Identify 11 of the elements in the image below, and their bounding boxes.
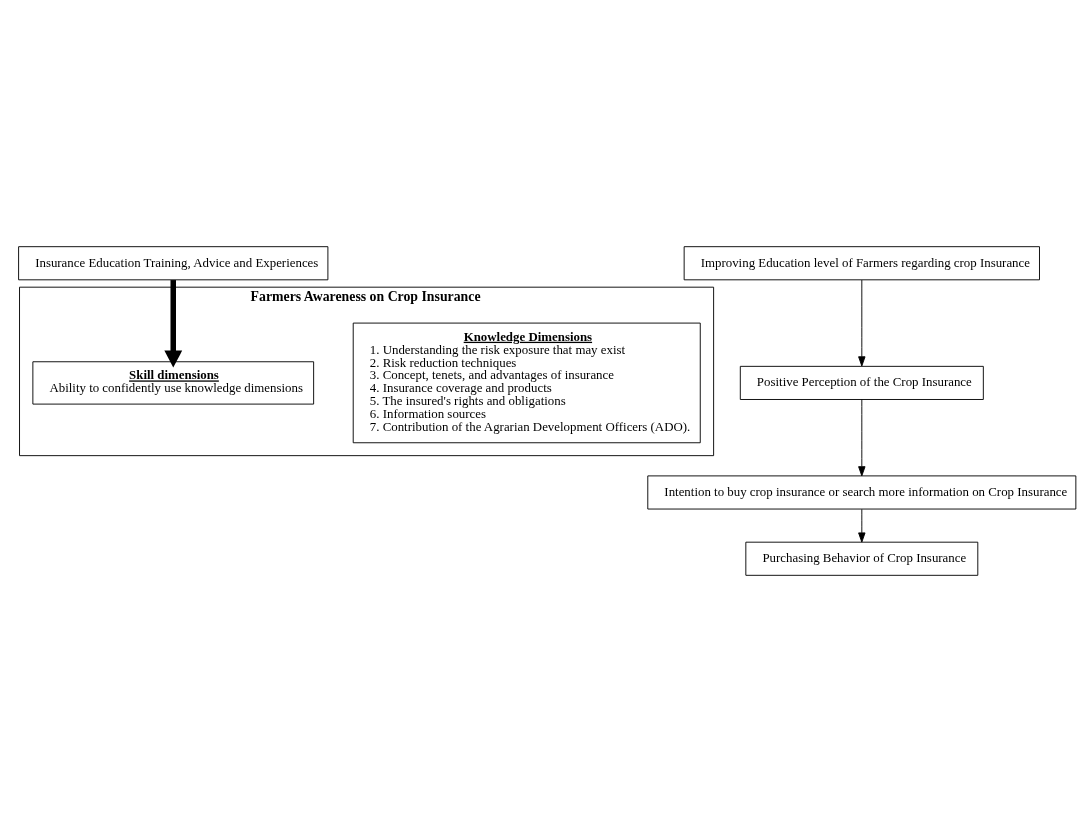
node-box: Knowledge Dimensions 1. Understanding the risk exposure that may exist 2. Risk reduction techniques 3. Concept, tenets, and advantages of insurance 4. Insurance coverage and products 5. The insured's rights and obligations 6. Information sources 7. Contribution of the Agrarian Development Officers (ADO). <box>352 322 701 443</box>
node-box: Purchasing Behavior of Crop Insurance <box>745 541 979 576</box>
node-box: Insurance Education Training, Advice and Experiences <box>18 245 329 280</box>
node-box: Positive Perception of the Crop Insurance <box>739 365 984 400</box>
node-box: Intention to buy crop insurance or search more information on Crop Insurance <box>647 474 1077 509</box>
node-box: Skill dimensions Ability to confidently use knowledge dimensions <box>32 360 315 405</box>
arrow <box>858 279 866 366</box>
arrow <box>858 398 866 476</box>
node-box: Improving Education level of Farmers regarding crop Insurance <box>683 245 1040 280</box>
arrow <box>858 508 866 543</box>
arrow <box>164 279 183 368</box>
